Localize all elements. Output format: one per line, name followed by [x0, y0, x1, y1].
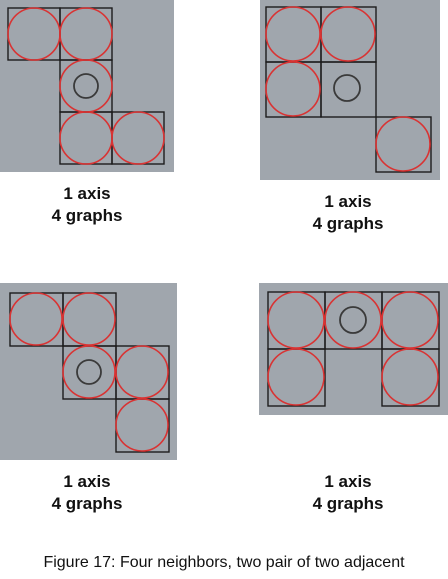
graph-count-text: 4 graphs — [312, 494, 384, 513]
graph-count-text: 4 graphs — [51, 206, 123, 225]
neighbor-circle — [62, 292, 116, 346]
center-circle — [73, 73, 99, 99]
neighbor-circle — [265, 61, 321, 117]
neighbor-circle — [9, 292, 63, 346]
neighbor-circle — [265, 6, 321, 62]
neighbor-circle — [115, 398, 169, 452]
neighbor-circle — [324, 291, 382, 349]
axis-count-text: 1 axis — [63, 472, 111, 491]
grid-diagram-4 — [267, 291, 440, 407]
grid-cell — [320, 61, 377, 118]
axis-count-text: 1 axis — [324, 192, 372, 211]
graph-count-text: 4 graphs — [312, 214, 384, 233]
neighbor-circle — [320, 6, 376, 62]
diagram-panel-1 — [0, 0, 174, 172]
neighbor-circle — [267, 348, 325, 406]
grid-diagram-1 — [7, 7, 165, 165]
figure-label-2: 1 axis 4 graphs — [278, 191, 418, 235]
neighbor-circle — [7, 7, 61, 61]
neighbor-circle — [115, 345, 169, 399]
neighbor-circle — [375, 116, 431, 172]
grid-diagram-3 — [9, 292, 170, 453]
graph-count-text: 4 graphs — [51, 494, 123, 513]
neighbor-circle — [381, 348, 439, 406]
grid-diagram-2 — [265, 6, 432, 173]
figure-label-3: 1 axis 4 graphs — [17, 471, 157, 515]
diagram-panel-2 — [260, 0, 440, 180]
neighbor-circle — [59, 59, 113, 113]
axis-count-text: 1 axis — [63, 184, 111, 203]
neighbor-circle — [111, 111, 165, 165]
center-circle — [76, 359, 102, 385]
figure-caption: Figure 17: Four neighbors, two pair of t… — [43, 554, 405, 571]
figure-label-1: 1 axis 4 graphs — [17, 183, 157, 227]
neighbor-circle — [381, 291, 439, 349]
center-circle — [333, 74, 361, 102]
neighbor-circle — [62, 345, 116, 399]
neighbor-circle — [59, 111, 113, 165]
figure-label-4: 1 axis 4 graphs — [278, 471, 418, 515]
diagram-panel-4 — [259, 283, 448, 415]
axis-count-text: 1 axis — [324, 472, 372, 491]
neighbor-circle — [267, 291, 325, 349]
neighbor-circle — [59, 7, 113, 61]
diagram-panel-3 — [0, 283, 177, 460]
center-circle — [339, 306, 367, 334]
